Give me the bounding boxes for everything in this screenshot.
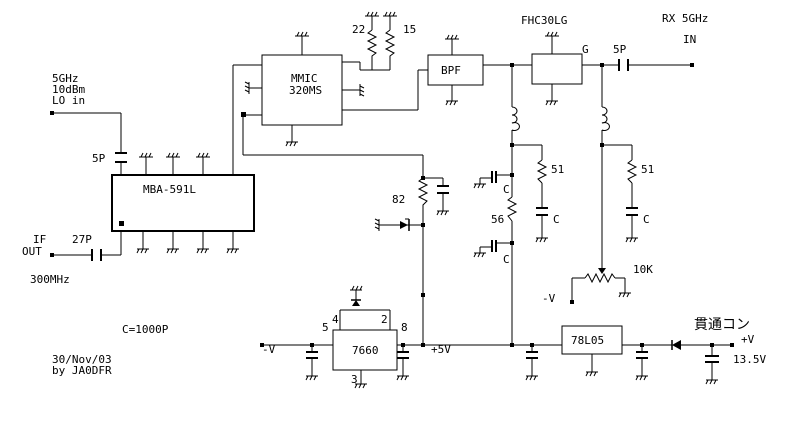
- pin2-label: 2: [381, 313, 388, 326]
- r51b-label: 51: [641, 163, 654, 176]
- pin8-label: 8: [401, 321, 408, 334]
- c3-label: C: [553, 213, 560, 226]
- r15-label: 15: [403, 23, 416, 36]
- mmic-label-1: MMIC: [291, 72, 318, 85]
- author-label: by JA0DFR: [52, 364, 112, 377]
- resistors: [366, 29, 638, 284]
- cap-note-label: C=1000P: [122, 323, 169, 336]
- fhc30lg-fet: FHC30LG G: [521, 14, 589, 85]
- freq-300-label: 300MHz: [30, 273, 70, 286]
- r56-label: 56: [491, 213, 504, 226]
- neg-v-left-label: -V: [262, 343, 276, 356]
- lo-in-label: LO in: [52, 94, 85, 107]
- date-label: 30/Nov/03: [52, 353, 112, 366]
- if-out-label: OUT: [22, 245, 42, 258]
- r22-label: 22: [352, 23, 365, 36]
- mba-591l-mixer: MBA-591L: [111, 174, 255, 232]
- if-top-label: IF: [33, 233, 46, 246]
- inductors: [511, 106, 610, 131]
- c4-label: C: [643, 213, 650, 226]
- mmic-label-2: 320MS: [289, 84, 322, 97]
- diodes: [351, 218, 681, 350]
- fhc-label: FHC30LG: [521, 14, 567, 27]
- mba-label: MBA-591L: [143, 183, 196, 196]
- capacitors: [91, 59, 719, 363]
- ic7660-label: 7660: [352, 344, 379, 357]
- icl7660-converter: 7660 4 2 5 8 3: [322, 313, 408, 386]
- c1-label: C: [503, 183, 510, 196]
- plus-v-label: +V: [741, 333, 755, 346]
- r82-label: 82: [392, 193, 405, 206]
- rx-label: RX 5GHz: [662, 12, 708, 25]
- lo-level-label: 10dBm: [52, 83, 85, 96]
- cap-5p-lo-label: 5P: [92, 152, 106, 165]
- wires: [52, 22, 732, 378]
- pin4-label: 4: [332, 313, 339, 326]
- lo-freq-label: 5GHz: [52, 72, 79, 85]
- cap-27p-label: 27P: [72, 233, 92, 246]
- neg-v-pot-label: -V: [542, 292, 556, 305]
- bpf-label: BPF: [441, 64, 461, 77]
- plus5v-label: +5V: [431, 343, 451, 356]
- in-label: IN: [683, 33, 696, 46]
- cap-5p-rx-label: 5P: [613, 43, 627, 56]
- gate-label: G: [582, 43, 589, 56]
- pin3-label: 3: [351, 373, 358, 386]
- r51a-label: 51: [551, 163, 564, 176]
- regulator-78l05: 78L05: [561, 325, 623, 355]
- reg-label: 78L05: [571, 334, 604, 347]
- junctions: [50, 63, 734, 347]
- bandpass-filter: BPF: [427, 54, 484, 86]
- labels: 5GHz 10dBm LO in 5P IF OUT 27P 300MHz 22…: [22, 12, 766, 377]
- feedthru-label: 貫通コン: [694, 317, 750, 333]
- c2-label: C: [503, 253, 510, 266]
- pin5-label: 5: [322, 321, 329, 334]
- pot-label: 10K: [633, 263, 653, 276]
- volt-label: 13.5V: [733, 353, 766, 366]
